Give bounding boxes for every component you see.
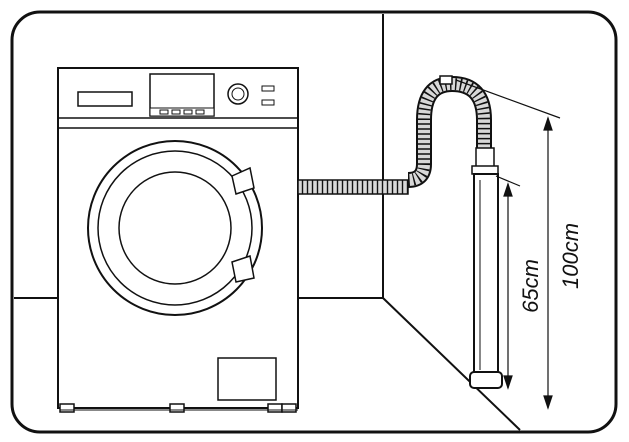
drain-hose [297,75,499,195]
room-walls [14,14,521,431]
indicator-bottom [261,99,275,106]
label-100cm: 100cm [558,223,583,289]
detergent-drawer [77,91,133,107]
filter-cover [217,357,277,401]
standpipe [469,173,503,389]
door-hinge [231,166,255,195]
machine-feet [59,403,297,413]
washing-machine [57,67,299,413]
door-glass [118,171,232,285]
dimension-lines [455,79,561,410]
control-buttons [159,109,205,115]
indicator-top [261,85,275,92]
label-65cm: 65cm [518,259,543,313]
